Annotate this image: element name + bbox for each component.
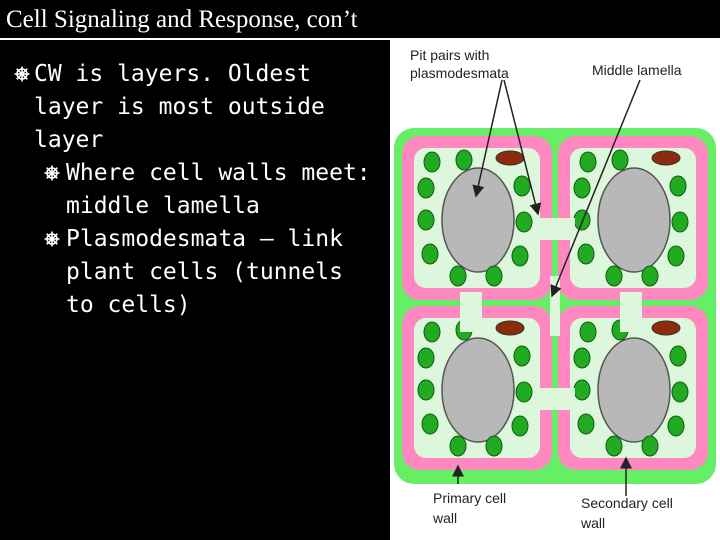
wheel-bullet-icon — [44, 165, 60, 181]
arrow-pit-pair-left — [472, 79, 503, 198]
chloroplast — [417, 379, 435, 401]
bullet-text: CW is layers. Oldest layer is most outsi… — [34, 61, 325, 153]
chloroplast — [573, 347, 591, 369]
label-middle-lamella: Middle lamella — [592, 62, 682, 78]
nucleus — [651, 320, 681, 336]
bullet-item-middle-lamella: Where cell walls meet: middle lamella — [14, 157, 384, 223]
chloroplast — [449, 265, 467, 287]
chloroplast — [515, 381, 533, 403]
label-primary-cell: Primary cell — [433, 490, 506, 506]
chloroplast — [515, 211, 533, 233]
label-secondary-wall: wall — [580, 515, 605, 531]
title-underline — [0, 38, 400, 40]
vacuole — [441, 167, 515, 273]
bullet-text: Plasmodesmata – link plant cells (tunnel… — [66, 226, 343, 318]
chloroplast — [511, 415, 529, 437]
cell-diagram-svg: Pit pairs with plasmodesmata Middle lame… — [394, 47, 716, 531]
chloroplast — [421, 413, 439, 435]
label-primary-wall: wall — [432, 510, 457, 526]
chloroplast — [605, 435, 623, 457]
chloroplast — [669, 345, 687, 367]
slide-title: Cell Signaling and Response, con’t — [6, 6, 358, 33]
bullet-item-plasmodesmata: Plasmodesmata – link plant cells (tunnel… — [14, 223, 384, 322]
pit-pair — [535, 388, 575, 410]
bullet-list: CW is layers. Oldest layer is most outsi… — [14, 58, 384, 322]
chloroplast — [417, 347, 435, 369]
chloroplast — [513, 175, 531, 197]
arrow-pit-pair-center — [503, 79, 542, 216]
chloroplast — [455, 149, 473, 171]
chloroplast — [573, 177, 591, 199]
chloroplast — [577, 243, 595, 265]
chloroplast — [579, 321, 597, 343]
label-pit-pairs: Pit pairs with — [410, 47, 489, 63]
chloroplast — [641, 435, 659, 457]
chloroplast — [423, 151, 441, 173]
wheel-bullet-icon — [14, 66, 30, 82]
chloroplast — [449, 435, 467, 457]
chloroplast — [423, 321, 441, 343]
chloroplast — [641, 265, 659, 287]
annotation-arrows — [452, 79, 641, 496]
chloroplast — [671, 381, 689, 403]
chloroplast — [667, 415, 685, 437]
chloroplast — [573, 209, 591, 231]
label-secondary-cell: Secondary cell — [581, 495, 673, 511]
chloroplast — [417, 209, 435, 231]
nucleus — [495, 150, 525, 166]
chloroplast — [611, 149, 629, 171]
chloroplast — [667, 245, 685, 267]
pit-pair — [460, 292, 482, 332]
chloroplast — [605, 265, 623, 287]
vacuole — [441, 337, 515, 443]
nucleus — [651, 150, 681, 166]
chloroplast — [485, 265, 503, 287]
chloroplast — [577, 413, 595, 435]
pit-pair — [550, 276, 560, 336]
pit-pair — [535, 218, 575, 240]
arrow-middle-lamella — [550, 79, 641, 298]
chloroplast — [417, 177, 435, 199]
wheel-bullet-icon — [44, 231, 60, 247]
chloroplast — [421, 243, 439, 265]
chloroplast — [511, 245, 529, 267]
label-plasmodesmata: plasmodesmata — [410, 65, 509, 81]
nucleus — [495, 320, 525, 336]
bullet-text: Where cell walls meet: middle lamella — [66, 160, 371, 219]
vacuole — [597, 167, 671, 273]
chloroplast — [669, 175, 687, 197]
chloroplast — [579, 151, 597, 173]
chloroplast — [485, 435, 503, 457]
cell-group — [394, 128, 716, 484]
chloroplast — [513, 345, 531, 367]
chloroplast — [573, 379, 591, 401]
chloroplast — [671, 211, 689, 233]
vacuole — [597, 337, 671, 443]
plant-cell-wall-diagram: Pit pairs with plasmodesmata Middle lame… — [390, 38, 720, 540]
pit-pair — [620, 292, 642, 332]
bullet-item-cw-layers: CW is layers. Oldest layer is most outsi… — [14, 58, 384, 157]
